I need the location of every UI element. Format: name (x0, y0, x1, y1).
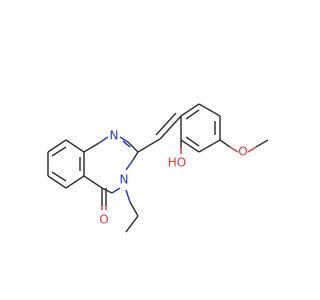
atom-methoxy-oxygen-label: O (238, 145, 247, 159)
atom-carbonyl-oxygen-label: O (99, 213, 108, 227)
atom-n3-label: N (120, 173, 129, 187)
structure-canvas: N N O HO O (47, 103, 269, 233)
ethyl-group (125, 189, 139, 233)
methoxyphenol-ring (180, 103, 269, 154)
vinyl-linker (137, 112, 182, 153)
quinazoline-benzene-ring (47, 139, 85, 189)
pyrimidinone-ring (83, 136, 139, 210)
atom-n1-label: N (110, 129, 119, 143)
atom-hydroxyl-label: HO (168, 156, 186, 170)
molecule-structure: N N O HO O (47, 103, 269, 233)
